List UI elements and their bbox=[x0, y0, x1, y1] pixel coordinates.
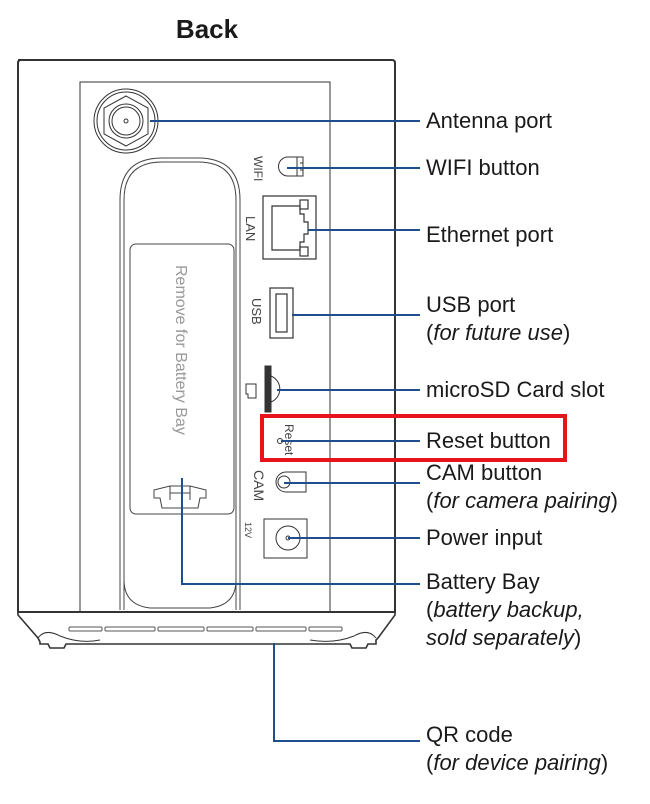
power-port-label: 12V bbox=[243, 522, 253, 538]
callout-sublabel: (for device pairing) bbox=[426, 750, 609, 775]
callout-sublabel-2: sold separately) bbox=[426, 625, 582, 650]
usb-port-icon bbox=[269, 287, 294, 339]
callout-cam-button: CAM button (for camera pairing) bbox=[426, 459, 618, 515]
ethernet-port-icon bbox=[262, 195, 317, 260]
callout-qr-code: QR code (for device pairing) bbox=[426, 721, 608, 777]
callout-antenna-port: Antenna port bbox=[426, 107, 552, 135]
callout-sublabel: (for camera pairing) bbox=[426, 488, 618, 513]
diagram-title: Back bbox=[175, 14, 239, 44]
vent-slots bbox=[68, 626, 343, 632]
battery-door bbox=[119, 157, 241, 610]
callout-label: Battery Bay bbox=[426, 569, 540, 594]
callout-usb-port: USB port (for future use) bbox=[426, 291, 570, 347]
callout-microsd-slot: microSD Card slot bbox=[426, 376, 604, 404]
callout-wifi-button: WIFI button bbox=[426, 154, 540, 182]
callout-power-input: Power input bbox=[426, 524, 542, 552]
callout-sublabel: (battery backup, bbox=[426, 597, 584, 622]
callout-reset-button: Reset button bbox=[426, 427, 551, 455]
callout-label: QR code bbox=[426, 722, 513, 747]
callout-label: CAM button bbox=[426, 460, 543, 485]
reset-highlight-box bbox=[260, 414, 567, 462]
callout-label: Reset button bbox=[426, 428, 551, 453]
usb-port-label: USB bbox=[249, 298, 264, 325]
callout-battery-bay: Battery Bay (battery backup, sold separa… bbox=[426, 568, 584, 652]
cam-port-label: CAM bbox=[251, 470, 267, 501]
antenna-port-icon bbox=[93, 88, 159, 154]
callout-ethernet-port: Ethernet port bbox=[426, 221, 553, 249]
callout-label: Power input bbox=[426, 525, 543, 550]
callout-label: Ethernet port bbox=[426, 222, 554, 247]
callout-label: USB port bbox=[426, 292, 516, 317]
battery-latch-icon bbox=[153, 485, 207, 509]
callout-label: Antenna port bbox=[426, 108, 552, 133]
leader-qr bbox=[273, 643, 420, 742]
callout-label: microSD Card slot bbox=[426, 377, 605, 402]
leader-lines bbox=[150, 120, 420, 742]
microsd-slot-icon bbox=[245, 365, 281, 413]
lan-port-label: LAN bbox=[243, 216, 258, 241]
callout-sublabel: (for future use) bbox=[426, 320, 571, 345]
wifi-port-label: WIFI bbox=[251, 156, 265, 181]
leader-battery bbox=[181, 478, 420, 585]
callout-label: WIFI button bbox=[426, 155, 540, 180]
battery-door-text: Remove for Battery Bay bbox=[172, 265, 189, 435]
device-body bbox=[17, 59, 396, 649]
wifi-button-icon bbox=[278, 156, 304, 177]
